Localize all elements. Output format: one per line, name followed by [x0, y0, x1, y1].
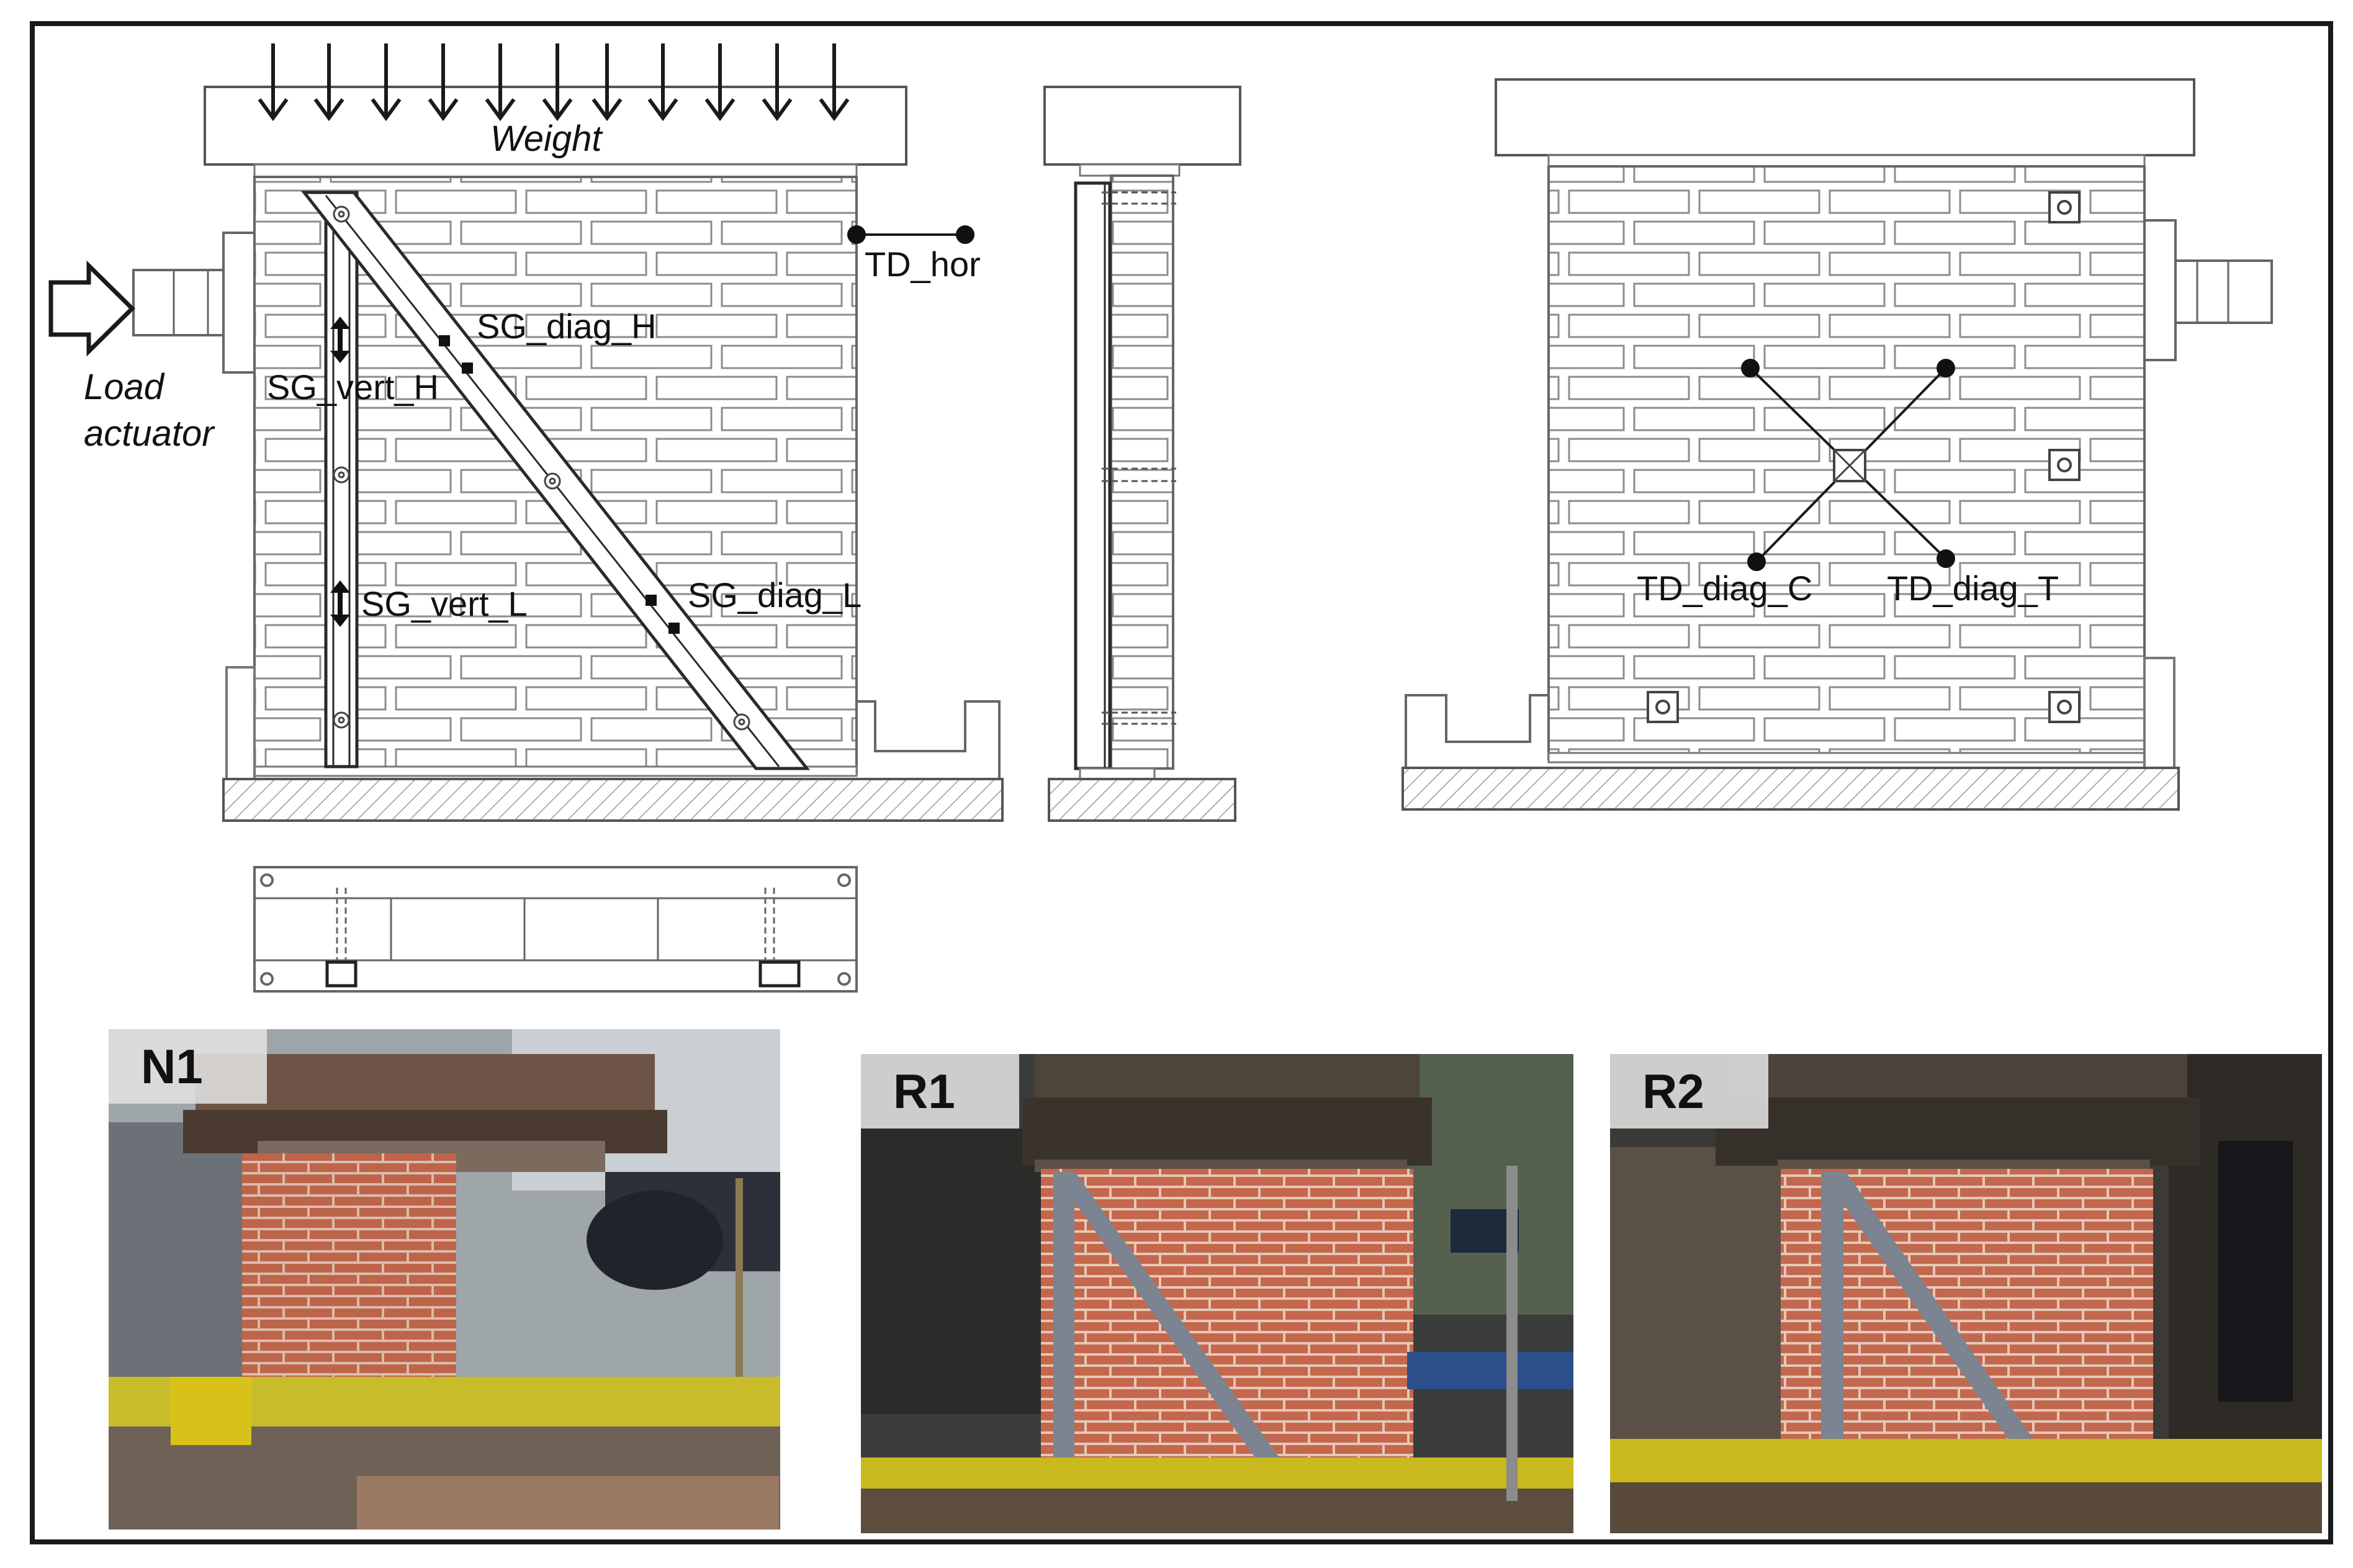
actuator-cylinder: [132, 269, 225, 336]
base-beam-back: [1401, 767, 2180, 811]
photo-r2: R2: [1610, 1054, 2322, 1533]
photo-n1-label: N1: [109, 1029, 267, 1104]
photo-r1-label: R1: [861, 1054, 1019, 1129]
bolts: [333, 205, 750, 731]
photo-n1: N1: [109, 1029, 780, 1530]
sg-vert-l-label: SG_vert_L: [361, 584, 528, 623]
base-beam-front: [222, 778, 1004, 822]
td-diag-c-label: TD_diag_C: [1637, 569, 1812, 608]
photo-r2-image: [1610, 1054, 2322, 1533]
plan-view: [253, 866, 858, 993]
load-actuator-label-1: Load: [84, 367, 165, 407]
load-arrow-icon: [48, 260, 135, 357]
td-diag-t-label: TD_diag_T: [1887, 569, 2059, 608]
back-view: TD_diag_C TD_diag_T: [1401, 78, 2273, 811]
top-plate: [253, 163, 858, 178]
sg-diag-h-label: SG_diag_H: [477, 307, 657, 346]
vertical-steel-strip: [324, 191, 359, 768]
td-hor-sensor: [847, 225, 974, 244]
actuator-bracket: [222, 232, 256, 374]
td-diag-sensors: [1741, 359, 1955, 571]
sg-diag-l-label: SG_diag_L: [688, 575, 862, 615]
side-view: [1043, 86, 1241, 822]
td-hor-label: TD_hor: [865, 245, 981, 284]
sg-vert-h-gauge: [330, 317, 350, 363]
anchor-plates: [1647, 191, 2081, 723]
load-actuator-label-2: actuator: [84, 413, 215, 454]
base-beam-side: [1048, 778, 1236, 822]
front-elevation: Weight Load actuator: [48, 43, 1004, 822]
left-base-cup-back: [1405, 694, 1549, 767]
right-base-cup: [857, 700, 1001, 779]
sg-diag-l-gauge: [646, 595, 680, 634]
outer-frame: [30, 21, 2333, 1544]
left-base-bracket: [225, 666, 256, 779]
load-arrows: [258, 43, 850, 122]
photo-n1-image: [109, 1029, 780, 1530]
sg-vert-l-gauge: [330, 580, 350, 627]
photo-r2-label: R2: [1610, 1054, 1768, 1129]
sg-vert-h-label: SG_vert_H: [267, 367, 439, 407]
weight-label: Weight: [490, 119, 603, 159]
sg-diag-h-gauge: [439, 335, 473, 374]
right-base-bracket-back: [2143, 657, 2175, 767]
photo-r1: R1: [861, 1054, 1573, 1533]
photo-r1-image: [861, 1054, 1573, 1533]
weight-beam-back: [1495, 78, 2195, 156]
